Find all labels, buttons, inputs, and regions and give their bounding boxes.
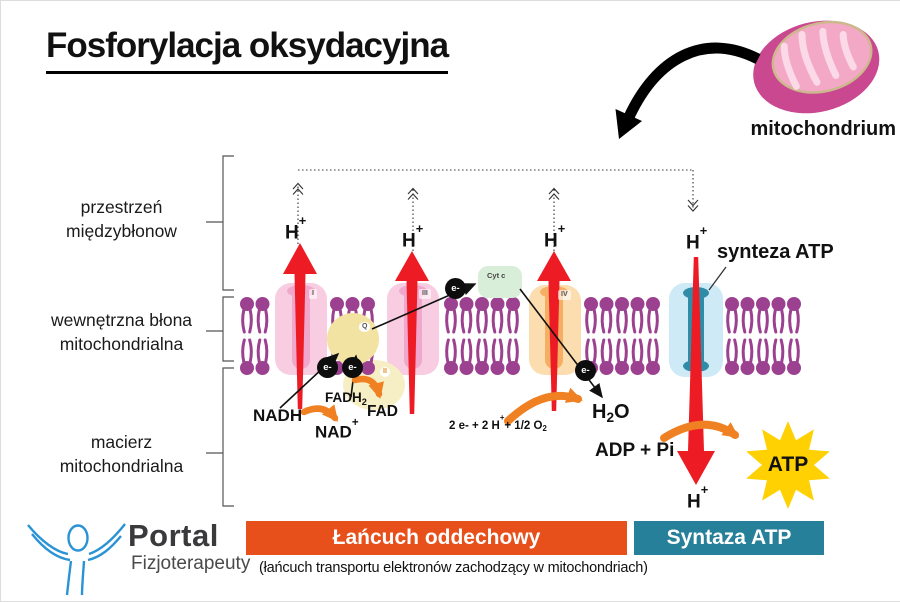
- region-brackets: [206, 155, 234, 507]
- logo-name: Portal: [128, 518, 219, 553]
- region-label-line: wewnętrzna błona: [50, 310, 193, 330]
- legend-respiratory-chain-label: Łańcuch oddechowy: [332, 526, 541, 549]
- region-label-intermembrane: przestrzeń międzybłonow: [29, 195, 214, 243]
- page-title: Fosforylacja oksydacyjna: [46, 26, 449, 74]
- region-label-line: mitochondrialna: [59, 456, 184, 476]
- logo-figure-icon: [27, 523, 126, 596]
- complex-iv-badge: IV: [558, 290, 571, 300]
- cyt-c-shape: [478, 266, 522, 298]
- legend-caption: (łańcuch transportu elektronów zachodząc…: [259, 560, 648, 576]
- coenzyme-q-badge: Q: [359, 322, 371, 332]
- electron-badge: e-: [342, 357, 363, 378]
- legend-respiratory-chain-bar: Łańcuch oddechowy: [246, 521, 627, 555]
- h-plus-label: H+: [402, 221, 424, 252]
- arrow-to-diagram-icon: [615, 42, 761, 139]
- fad-label: FAD: [367, 403, 398, 420]
- h-plus-label: H+: [544, 221, 566, 252]
- h-plus-label: H+: [686, 223, 708, 254]
- h2o-label: H2O: [592, 401, 630, 425]
- cyt-c-label: Cyt c: [487, 271, 506, 280]
- complex-i-badge: I: [309, 289, 317, 299]
- region-label-line: macierz: [90, 432, 153, 452]
- h-plus-label: H+: [687, 482, 709, 513]
- electron-badge: e-: [575, 360, 596, 381]
- proton-pump-arrows: [283, 243, 715, 485]
- dotted-path-arrowheads: [292, 182, 699, 212]
- electron-badge: e-: [445, 278, 466, 299]
- atp-synthase-annotation: synteza ATP: [717, 241, 834, 263]
- region-label-matrix: macierz mitochondrialna: [29, 430, 214, 478]
- region-label-inner-membrane: wewnętrzna błona mitochondrialna: [29, 308, 214, 356]
- region-label-line: mitochondrialna: [59, 334, 184, 354]
- electron-badge: e-: [317, 357, 338, 378]
- complex-ii-badge: II: [380, 367, 390, 377]
- legend-atp-synthase-bar: Syntaza ATP: [634, 521, 824, 555]
- complex-iii-badge: III: [419, 289, 431, 299]
- legend-atp-synthase-label: Syntaza ATP: [666, 526, 792, 549]
- membrane-lipid-bilayer: [240, 297, 801, 375]
- fadh2-label: FADH2: [325, 390, 367, 407]
- h-plus-label: H+: [285, 213, 307, 244]
- region-label-line: międzybłonow: [66, 221, 177, 241]
- atp-label: ATP: [767, 453, 809, 476]
- dotted-proton-path: [297, 169, 694, 251]
- atp-synthase-pointer-line: [708, 266, 727, 291]
- mitochondrium-label: mitochondrium: [750, 118, 896, 140]
- reaction-arrows: [300, 375, 740, 442]
- logo-subtitle: Fizjoterapeuty: [131, 553, 251, 574]
- adp-pi-label: ADP + Pi: [595, 440, 675, 461]
- region-label-line: przestrzeń: [80, 197, 163, 217]
- oxygen-reaction-label: 2 e- + 2 H++ 1/2 O2: [449, 413, 547, 434]
- nadh-label: NADH: [253, 406, 303, 425]
- nad-label: NAD+: [315, 416, 359, 442]
- mitochondrium-illustration: [753, 20, 880, 114]
- atp-star-icon: [746, 421, 830, 509]
